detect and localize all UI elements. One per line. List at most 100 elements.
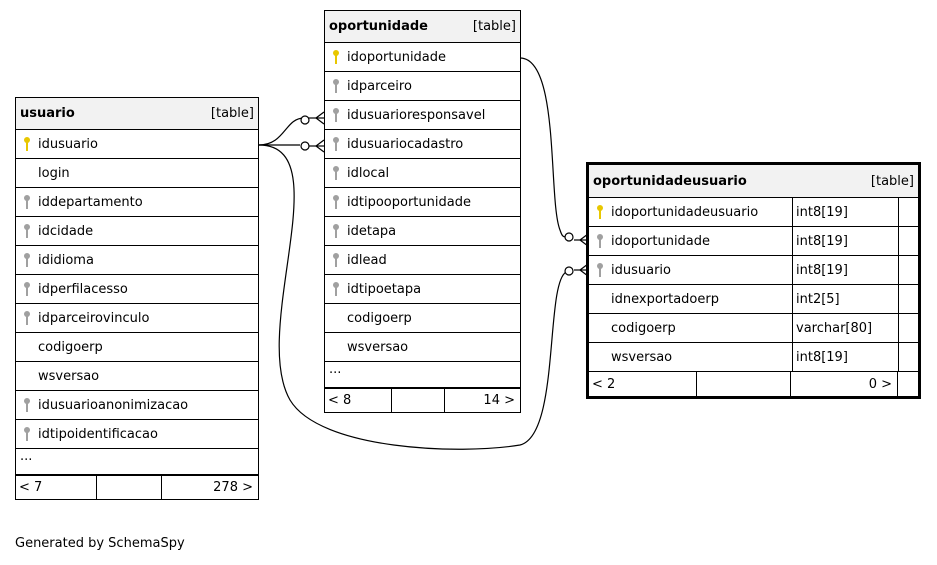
column-row[interactable]: idcidade [16, 217, 258, 246]
column-name: idparceirovinculo [38, 310, 150, 326]
foreign-key-icon [16, 397, 38, 413]
primary-key-icon [589, 204, 611, 220]
column-row[interactable]: idoportunidadeusuario int8[19] [589, 198, 918, 227]
foreign-key-icon [325, 223, 347, 239]
column-row[interactable]: idusuarioanonimizacao [16, 391, 258, 420]
table-name: oportunidade [329, 19, 428, 34]
column-row[interactable]: idusuariocadastro [325, 130, 520, 159]
column-row[interactable]: idlocal [325, 159, 520, 188]
table-kind: [table] [472, 19, 516, 34]
table-oportunidade[interactable]: oportunidade [table] idoportunidade idpar… [324, 10, 521, 413]
column-pad [898, 256, 918, 284]
primary-key-icon [325, 49, 347, 65]
column-name: idoportunidade [611, 233, 711, 249]
column-row[interactable]: codigoerp [325, 304, 520, 333]
column-name: idlocal [347, 165, 390, 181]
column-name: idcidade [38, 223, 94, 239]
children-count[interactable]: 278 > [213, 480, 253, 495]
column-row[interactable]: idtipoidentificacao [16, 420, 258, 449]
children-count[interactable]: 14 > [483, 393, 515, 408]
column-type: int8[19] [792, 198, 898, 226]
table-name: oportunidadeusuario [593, 173, 747, 189]
column-row[interactable]: wsversao [16, 362, 258, 391]
column-pad [898, 227, 918, 255]
parents-count[interactable]: < 7 [19, 480, 43, 495]
table-kind: [table] [210, 106, 254, 121]
column-row[interactable]: idoportunidade int8[19] [589, 227, 918, 256]
relationship-oportunidade-oportunidadeusuario [519, 57, 567, 238]
column-name: idperfilacesso [38, 281, 128, 297]
more-columns-label: ... [329, 362, 342, 377]
column-row[interactable]: idusuarioresponsavel [325, 101, 520, 130]
foreign-key-icon [16, 426, 38, 442]
column-row[interactable]: idlead [325, 246, 520, 275]
parents-count[interactable]: < 8 [328, 393, 352, 408]
column-name: idoportunidade [347, 49, 447, 65]
more-columns: ... [16, 449, 258, 475]
table-usuario[interactable]: usuario [table] idusuario login iddepartam… [15, 97, 259, 500]
column-name: wsversao [38, 368, 100, 384]
column-row[interactable]: login [16, 159, 258, 188]
column-name: idoportunidadeusuario [611, 204, 759, 220]
column-type: int8[19] [792, 227, 898, 255]
column-row[interactable]: iddepartamento [16, 188, 258, 217]
table-name: usuario [20, 106, 75, 121]
column-name: iddepartamento [38, 194, 143, 210]
foreign-key-icon [325, 252, 347, 268]
foreign-key-icon [325, 281, 347, 297]
foreign-key-icon [16, 310, 38, 326]
foreign-key-icon [589, 262, 611, 278]
column-row[interactable]: ididioma [16, 246, 258, 275]
children-count[interactable]: 0 > [791, 372, 898, 396]
foreign-key-icon [325, 194, 347, 210]
more-columns: ... [325, 362, 520, 388]
foreign-key-icon [16, 194, 38, 210]
primary-key-icon [16, 136, 38, 152]
parents-count[interactable]: < 2 [592, 376, 616, 392]
table-header: usuario [table] [16, 98, 258, 130]
column-pad [898, 285, 918, 313]
column-row[interactable]: idoportunidade [325, 43, 520, 72]
column-row[interactable]: idtipoetapa [325, 275, 520, 304]
column-row[interactable]: idetapa [325, 217, 520, 246]
foreign-key-icon [325, 78, 347, 94]
generator-credit: Generated by SchemaSpy [15, 536, 185, 551]
column-type: varchar[80] [792, 314, 898, 342]
column-row[interactable]: idtipooportunidade [325, 188, 520, 217]
column-pad [898, 198, 918, 226]
foreign-key-icon [325, 165, 347, 181]
foreign-key-icon [325, 136, 347, 152]
column-row[interactable]: codigoerp [16, 333, 258, 362]
column-name: idusuarioanonimizacao [38, 397, 189, 413]
column-name: idlead [347, 252, 387, 268]
column-name: idusuariocadastro [347, 136, 464, 152]
table-oportunidadeusuario[interactable]: oportunidadeusuario [table] idoportunida… [586, 162, 921, 399]
column-name: codigoerp [38, 339, 103, 355]
more-columns-label: ... [20, 449, 33, 464]
relationship-usuario-oportunidadeusuario [258, 144, 567, 450]
column-name: login [38, 165, 70, 181]
column-row[interactable]: idperfilacesso [16, 275, 258, 304]
footer-spacer [391, 389, 445, 412]
table-header: oportunidade [table] [325, 11, 520, 43]
foreign-key-icon [325, 107, 347, 123]
foreign-key-icon [589, 233, 611, 249]
column-row[interactable]: idusuario [16, 130, 258, 159]
column-row[interactable]: wsversao [325, 333, 520, 362]
column-row[interactable]: idparceirovinculo [16, 304, 258, 333]
foreign-key-icon [16, 252, 38, 268]
column-type: int8[19] [792, 343, 898, 371]
table-header: oportunidadeusuario [table] [589, 165, 918, 198]
column-name: idtipoidentificacao [38, 426, 158, 442]
column-name: wsversao [347, 339, 409, 355]
column-name: idusuario [611, 262, 671, 278]
foreign-key-icon [16, 223, 38, 239]
column-name: idetapa [347, 223, 397, 239]
column-row[interactable]: idparceiro [325, 72, 520, 101]
